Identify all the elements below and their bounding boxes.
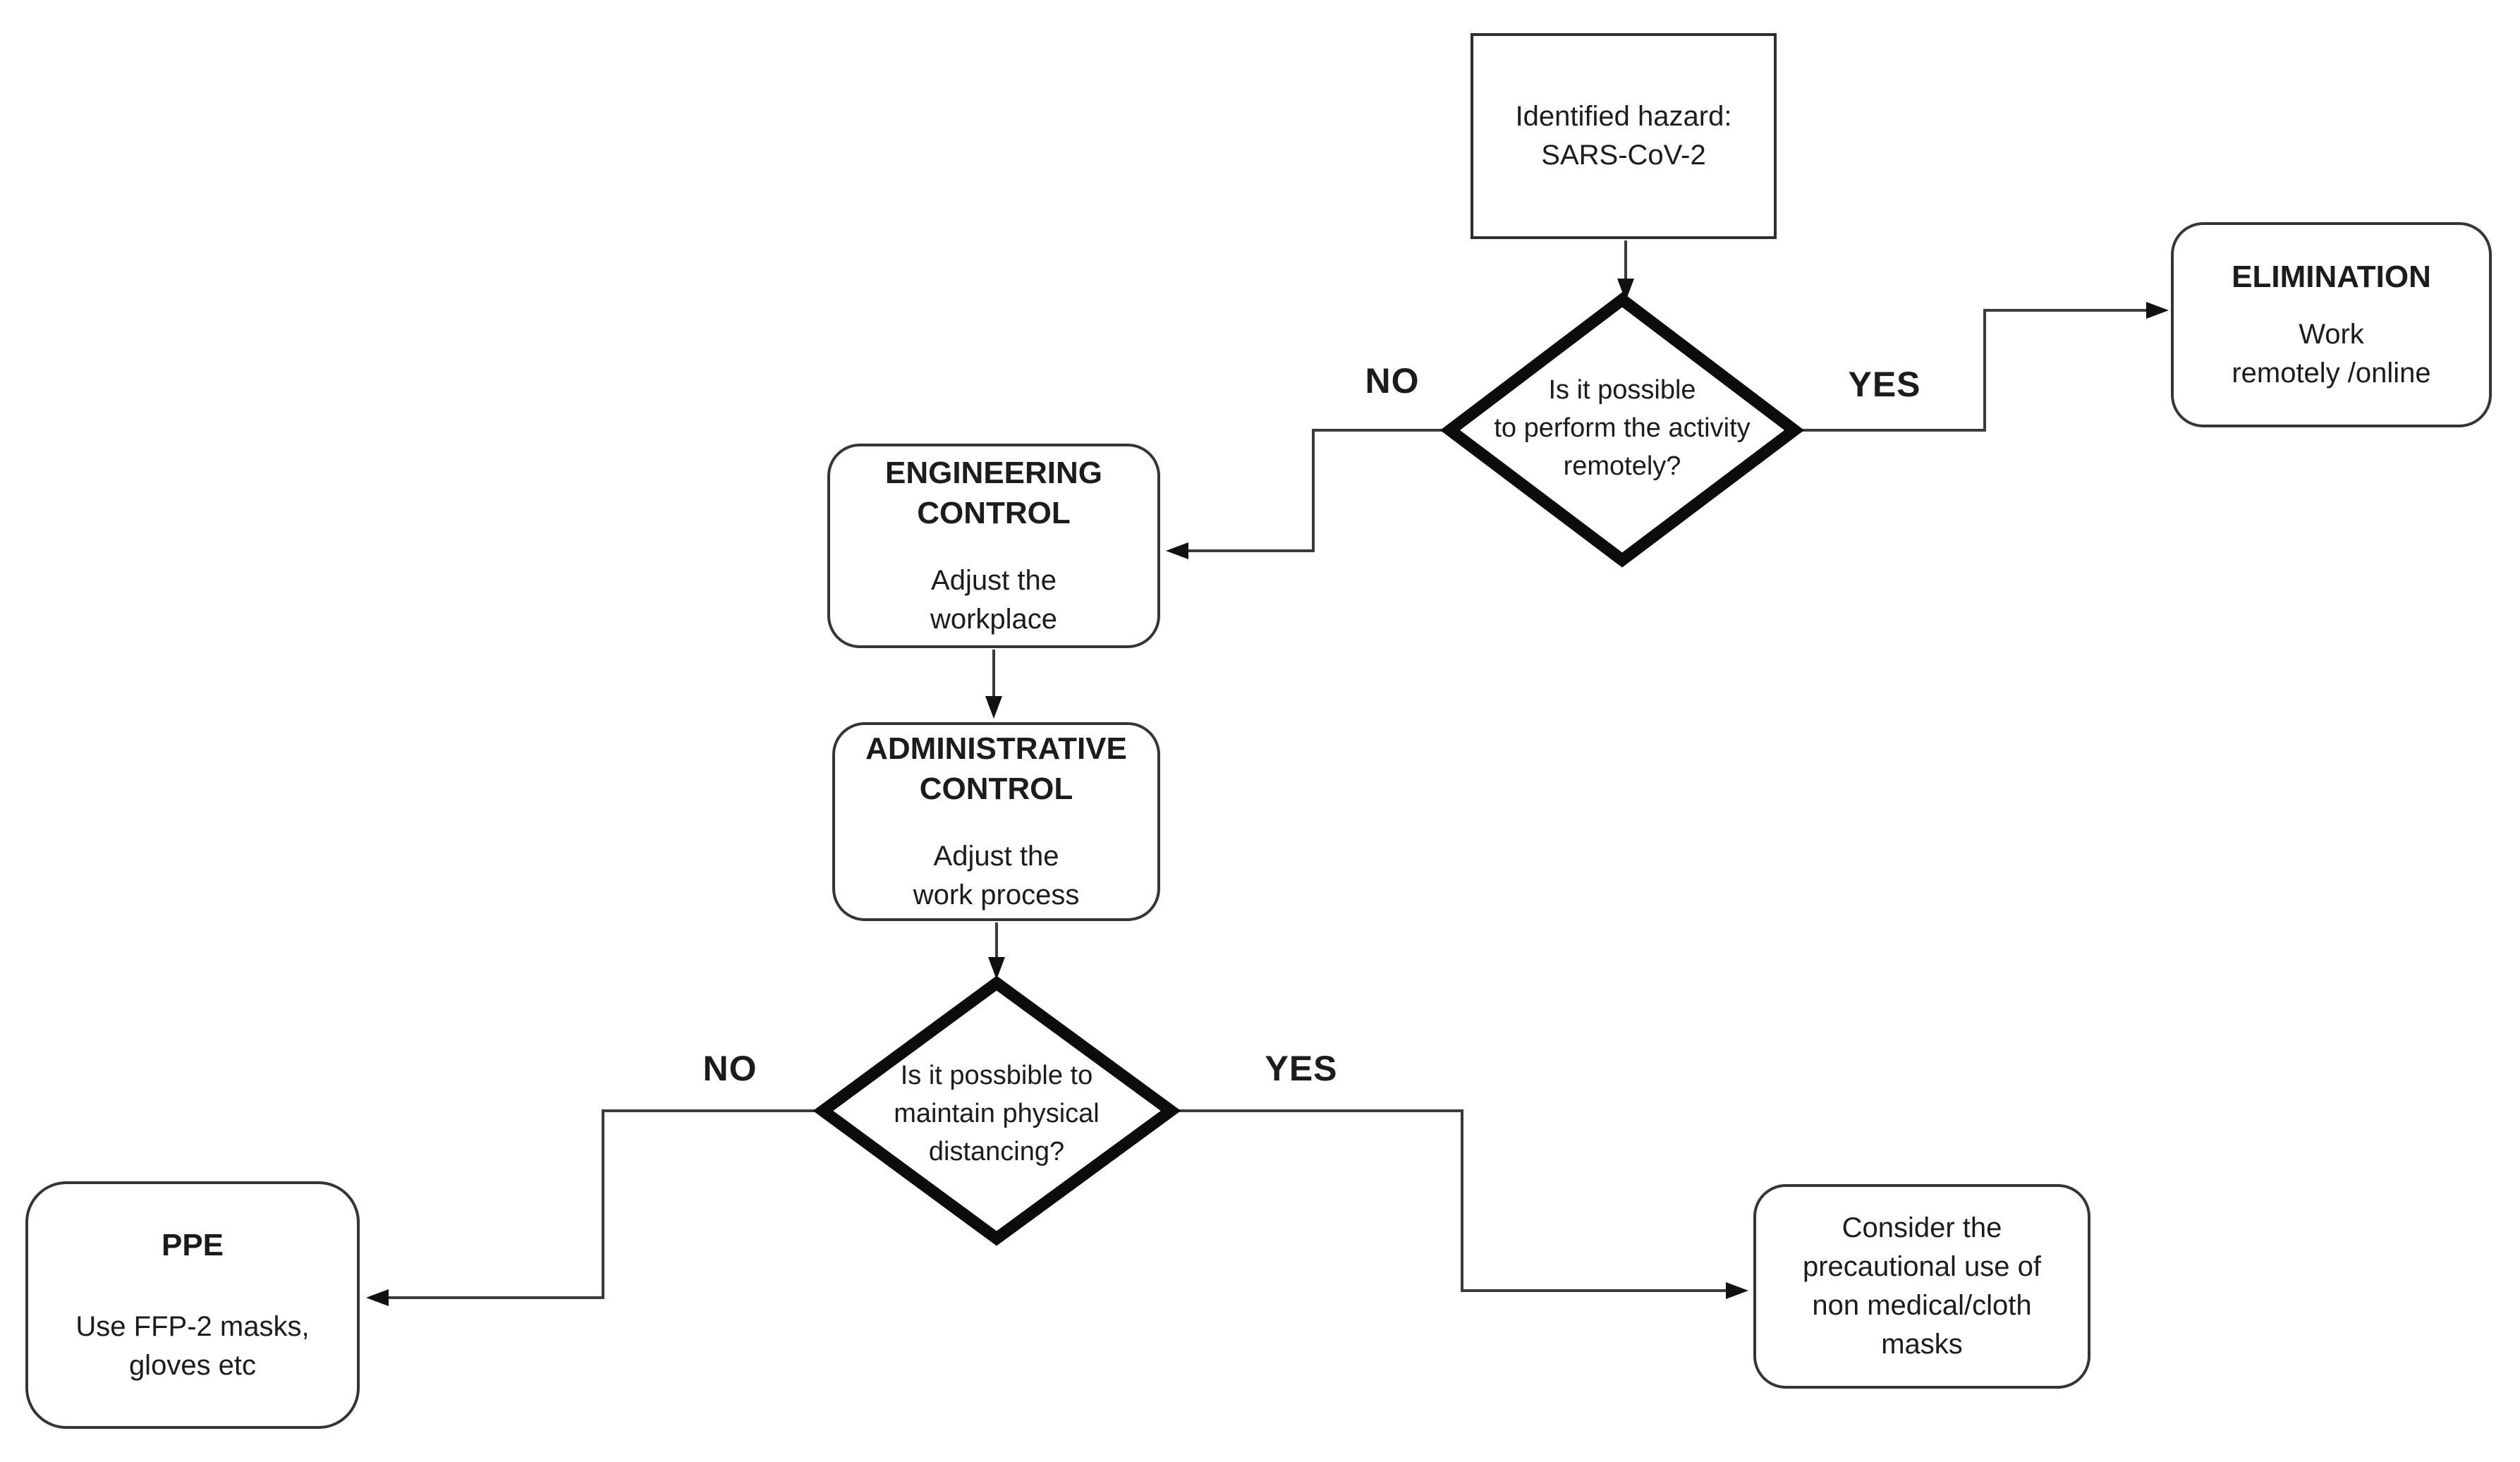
administrative-control-body: Adjust the work process bbox=[913, 841, 1080, 911]
decision-remote-text: Is it possible to perform the activity r… bbox=[1494, 375, 1751, 481]
hazard-box: Identified hazard: SARS-CoV-2 bbox=[1471, 33, 1777, 239]
remote-yes-label: YES bbox=[1848, 365, 1921, 404]
decision-remote-diamond bbox=[1439, 292, 1805, 568]
administrative-control-box: ADMINISTRATIVE CONTROL Adjust the work p… bbox=[832, 722, 1160, 921]
cloth-masks-box: Consider the precautional use of non med… bbox=[1753, 1184, 2090, 1389]
decision-distancing-diamond bbox=[812, 975, 1181, 1246]
connector-remote-yes-to-elimination bbox=[1794, 302, 2169, 432]
distancing-no-label: NO bbox=[702, 1049, 757, 1088]
remote-no-label: NO bbox=[1365, 361, 1420, 401]
connector-distancing-no-to-ppe bbox=[366, 1109, 823, 1306]
ppe-box: PPE Use FFP-2 masks, gloves etc bbox=[25, 1181, 360, 1429]
connector-remote-no-to-engineering bbox=[1166, 429, 1450, 559]
cloth-masks-text: Consider the precautional use of non med… bbox=[1802, 1212, 2041, 1360]
elimination-title: ELIMINATION bbox=[2232, 259, 2431, 294]
engineering-control-body: Adjust the workplace bbox=[930, 565, 1058, 635]
distancing-yes-label: YES bbox=[1265, 1049, 1338, 1088]
engineering-control-box: ENGINEERING CONTROL Adjust the workplace bbox=[827, 444, 1160, 648]
connector-distancing-yes-to-cloth-masks bbox=[1171, 1109, 1748, 1299]
administrative-control-title: ADMINISTRATIVE CONTROL bbox=[865, 731, 1127, 806]
hazard-text: Identified hazard: SARS-CoV-2 bbox=[1515, 100, 1732, 171]
engineering-control-title: ENGINEERING CONTROL bbox=[884, 455, 1103, 530]
elimination-box: ELIMINATION Work remotely /online bbox=[2171, 222, 2492, 427]
ppe-body: Use FFP-2 masks, gloves etc bbox=[75, 1310, 310, 1382]
ppe-title: PPE bbox=[161, 1227, 224, 1262]
decision-distancing-text: Is it possbible to maintain physical dis… bbox=[894, 1061, 1100, 1166]
elimination-body: Work remotely /online bbox=[2232, 318, 2431, 389]
